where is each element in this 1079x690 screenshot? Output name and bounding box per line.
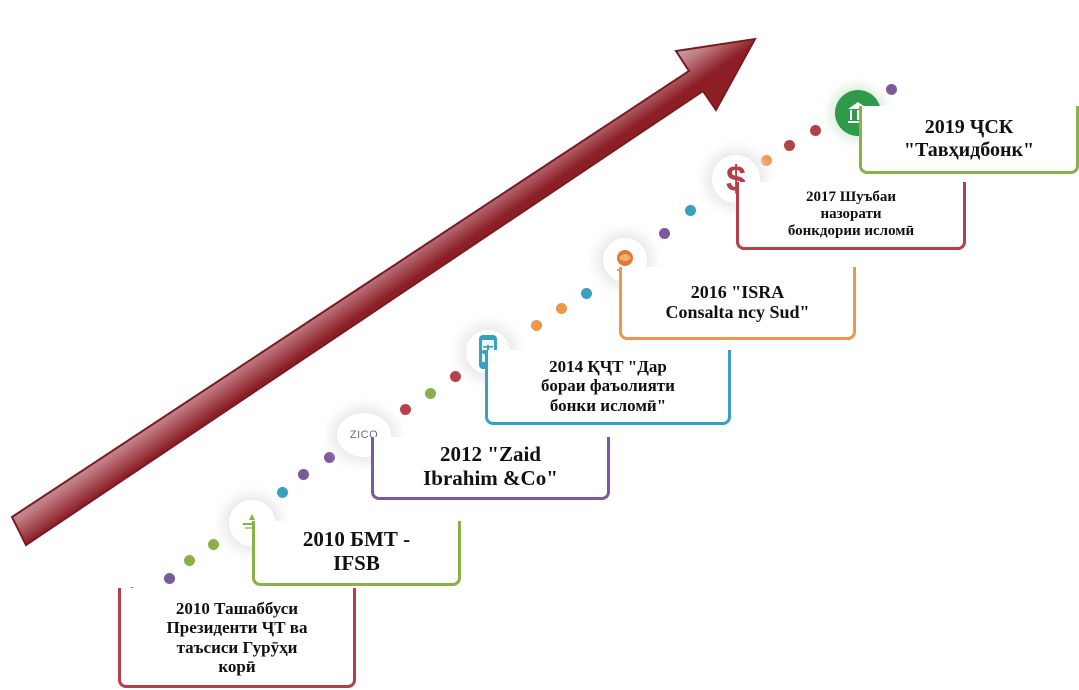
milestone-text: 2014 ҚҶТ "Дар бораи фаъолияти бонки исло… <box>541 357 675 415</box>
timeline-dot <box>425 388 436 399</box>
milestone-text: 2012 "Zaid Ibrahim &Co" <box>423 442 558 490</box>
timeline-dot <box>556 303 567 314</box>
timeline-dot <box>450 371 461 382</box>
milestone-text: 2019 ҶСК "Тавҳидбонк" <box>903 116 1035 161</box>
timeline-dot <box>531 320 542 331</box>
timeline-dot <box>277 487 288 498</box>
timeline-dot <box>810 125 821 136</box>
zico-logo-text: ZICO <box>349 429 379 441</box>
growth-arrow-shape <box>10 37 757 547</box>
milestone-text: 2010 Ташаббуси Президенти ҶТ ва таъсиси … <box>166 599 308 676</box>
milestone-2014-law: 2014 ҚҶТ "Дар бораи фаъолияти бонки исло… <box>485 350 731 425</box>
timeline-dot <box>400 404 411 415</box>
milestone-2012-zaid-ibrahim: 2012 "Zaid Ibrahim &Co" <box>371 437 610 500</box>
milestone-2017-supervision-dept: 2017 Шуъбаи назорати бонкдории исломӣ <box>736 182 966 250</box>
milestone-2010-president-initiative: 2010 Ташаббуси Президенти ҶТ ва таъсиси … <box>118 588 356 688</box>
timeline-dot <box>298 469 309 480</box>
timeline-dot <box>659 228 670 239</box>
milestone-text: 2016 "ISRA Consalta ncy Sud" <box>665 281 810 322</box>
timeline-dot <box>184 555 195 566</box>
timeline-dot <box>886 84 897 95</box>
milestone-2019-tavhidbonk: 2019 ҶСК "Тавҳидбонк" <box>859 106 1079 174</box>
timeline-dot <box>208 539 219 550</box>
timeline-dot <box>685 205 696 216</box>
milestone-text: 2017 Шуъбаи назорати бонкдории исломӣ <box>787 189 915 239</box>
milestone-2010-ifsb: 2010 БМТ - IFSB <box>252 521 461 586</box>
timeline-dot <box>784 140 795 151</box>
timeline-dot <box>324 452 335 463</box>
timeline-dot <box>164 573 175 584</box>
timeline-dot <box>761 155 772 166</box>
milestone-text: 2010 БМТ - IFSB <box>302 527 411 575</box>
milestone-2016-isra: 2016 "ISRA Consalta ncy Sud" <box>619 267 856 340</box>
timeline-dot <box>581 288 592 299</box>
